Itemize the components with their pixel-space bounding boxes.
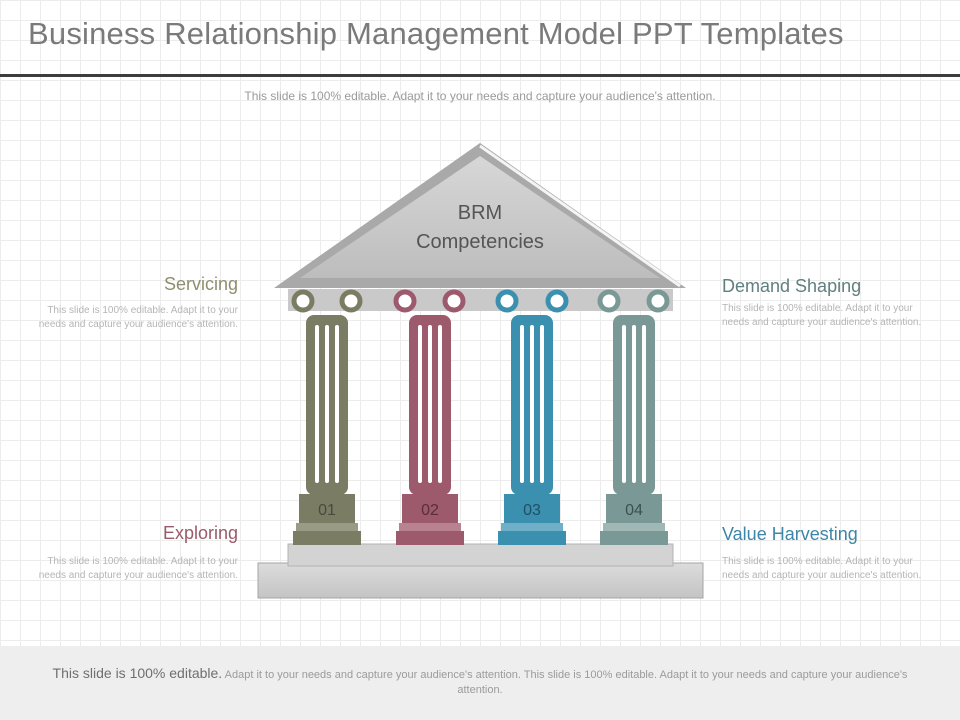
pillar-01 <box>291 289 363 545</box>
pillar-02-label: 02 <box>421 502 439 519</box>
temple-roof-face <box>300 156 660 278</box>
footer-bar: This slide is 100% editable. Adapt it to… <box>0 646 960 720</box>
item-servicing-title: Servicing <box>163 274 238 294</box>
item-demand-shaping-text: This slide is 100% editable. Adapt it to… <box>722 303 922 328</box>
pillar-03-label: 03 <box>523 502 541 519</box>
roof-label-line2: Competencies <box>416 231 544 253</box>
pillar-04-label: 04 <box>625 502 643 519</box>
temple-beam <box>288 289 673 311</box>
footer-text: This slide is 100% editable. Adapt it to… <box>34 666 926 698</box>
temple-base-lower <box>257 562 704 599</box>
pillar-01-label: 01 <box>318 502 336 519</box>
item-value-harvesting-text: This slide is 100% editable. Adapt it to… <box>722 556 922 581</box>
slide-title: Business Relationship Management Model P… <box>28 16 844 51</box>
item-exploring-text: This slide is 100% editable. Adapt it to… <box>38 556 238 581</box>
item-demand-shaping-title: Demand Shaping <box>722 276 862 296</box>
slide-subtitle: This slide is 100% editable. Adapt it to… <box>244 89 716 103</box>
item-exploring-title: Exploring <box>162 523 238 543</box>
pillar-02 <box>393 289 466 545</box>
temple-base-upper <box>287 543 674 567</box>
brm-temple-diagram: BRM Competencies 01 02 03 <box>257 143 704 599</box>
roof-label-line1: BRM <box>458 202 502 224</box>
title-divider <box>0 74 960 77</box>
pillar-04 <box>597 289 670 545</box>
item-value-harvesting-title: Value Harvesting <box>722 524 858 544</box>
footer-body: Adapt it to your needs and capture your … <box>224 669 908 696</box>
item-servicing-text: This slide is 100% editable. Adapt it to… <box>38 305 238 330</box>
pillar-03 <box>495 289 569 545</box>
roof-highlight <box>479 144 681 288</box>
footer-lead: This slide is 100% editable. <box>52 665 223 681</box>
